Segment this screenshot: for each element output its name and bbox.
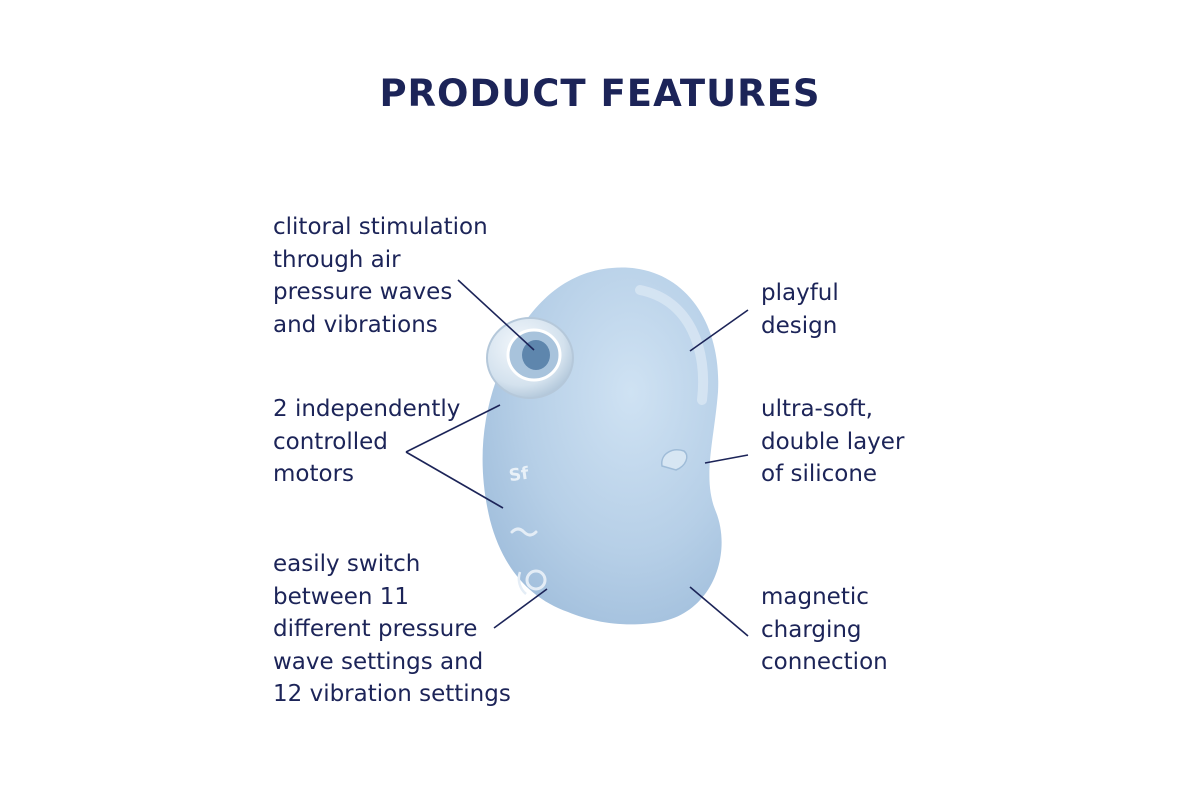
feature-text-line: connection (761, 649, 888, 675)
feature-text-line: 12 vibration settings (273, 681, 511, 707)
feature-text-line: easily switch (273, 551, 421, 577)
feature-text-line: double layer (761, 428, 905, 455)
charging-contact (661, 449, 688, 471)
feature-text-line: motors (273, 461, 355, 487)
feature-air-pressure: clitoral stimulation through air pressur… (273, 211, 488, 341)
device-highlight (635, 285, 709, 405)
feature-charging: magnetic charging connection (761, 581, 888, 679)
callout-line-motors-lower (405, 451, 504, 509)
feature-text-line: controlled (273, 428, 388, 455)
feature-text-line: wave settings and (273, 648, 484, 675)
feature-design: playful design (761, 277, 839, 342)
feature-text-line: charging (761, 616, 862, 643)
feature-text-line: through air (273, 246, 401, 273)
feature-text-line: and vibrations (273, 311, 438, 338)
power-button-icon[interactable] (517, 569, 547, 595)
feature-text-line: magnetic (761, 584, 869, 610)
feature-motors: 2 independently controlled motors (273, 393, 460, 491)
feature-settings: easily switch between 11 different press… (273, 548, 511, 711)
feature-text-line: between 11 (273, 583, 410, 610)
feature-text-line: 2 independently (273, 396, 461, 422)
callout-line-design (689, 309, 749, 352)
feature-text-line: ultra-soft, (761, 396, 873, 422)
feature-text-line: playful (761, 280, 839, 306)
feature-text-line: different pressure (273, 616, 478, 642)
page-title: PRODUCT FEATURES (379, 72, 821, 115)
brand-mark-icon: Sf (508, 464, 531, 487)
suction-head-opening (522, 340, 550, 370)
feature-text-line: pressure waves (273, 279, 453, 305)
feature-text-line: of silicone (761, 461, 878, 487)
callout-line-air-pressure (457, 279, 535, 351)
callout-line-charging (689, 586, 749, 637)
feature-silicone: ultra-soft, double layer of silicone (761, 393, 904, 491)
wave-button-icon[interactable] (510, 527, 538, 537)
feature-text-line: design (761, 312, 838, 339)
callout-lines (405, 279, 749, 637)
callout-line-silicone (704, 454, 749, 464)
feature-text-line: clitoral stimulation (273, 214, 488, 240)
callout-line-settings (493, 588, 548, 629)
callout-line-motors-upper (405, 404, 501, 453)
